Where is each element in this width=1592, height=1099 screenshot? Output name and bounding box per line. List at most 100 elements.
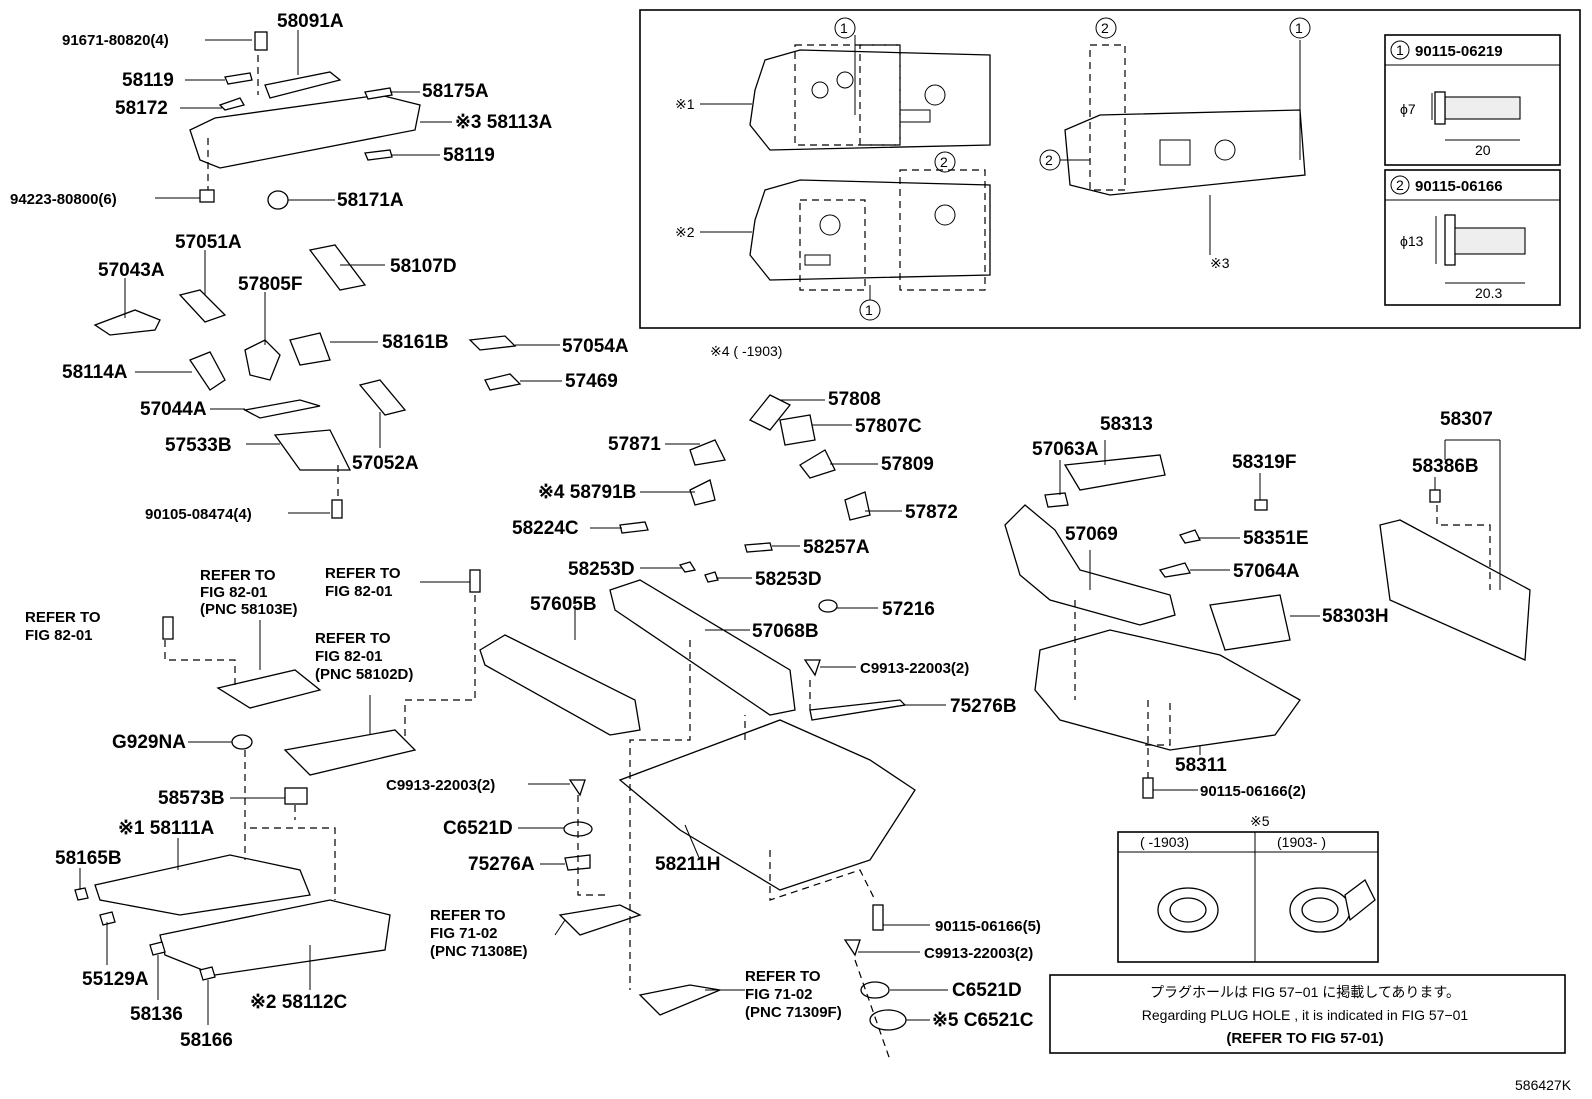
label-57605B: 57605B: [530, 594, 597, 615]
part-58311-shape: [1034, 629, 1301, 751]
label-58319F: 58319F: [1232, 452, 1296, 473]
label-57808: 57808: [828, 389, 881, 410]
label-58307: 58307: [1440, 409, 1493, 430]
label-57043A: 57043A: [98, 260, 165, 281]
part-75276B-shape: [809, 699, 907, 721]
inset-callout-3c: 2: [1045, 152, 1053, 168]
bracket-71308E-shape: [558, 904, 642, 936]
label-57051A: 57051A: [175, 232, 242, 253]
part-58224C-shape: [619, 521, 649, 534]
part-57808-shape: [748, 394, 792, 431]
label-90115-06166-b: 90115-06166(5): [935, 918, 1041, 935]
label-58166: 58166: [180, 1030, 233, 1051]
label-C9913-22003-a: C9913-22003(2): [860, 660, 969, 677]
refer-82-01-pnc-58103E-line3: (PNC 58103E): [200, 601, 298, 618]
label-58211H: 58211H: [655, 854, 721, 875]
refer-82-01-pnc-58103E-line2: FIG 82-01: [200, 584, 268, 601]
part-57054A-shape: [468, 335, 517, 351]
bolt-location-inset: ※1 1 ※2 2 1 2 1: [639, 9, 1581, 329]
note-mark-4: ※4 ( -1903): [710, 343, 782, 359]
inset-callout-1b: 1: [865, 302, 873, 318]
washer-C6521D-b-shape: [860, 981, 890, 999]
bolt-90115-b-shape: [872, 904, 884, 931]
diagram-code: 586427K: [1515, 1077, 1572, 1093]
inset-mark-1: ※1: [675, 96, 695, 112]
label-57063A: 57063A: [1032, 439, 1099, 460]
bolt-91671-shape: [254, 31, 268, 51]
label-58313: 58313: [1100, 414, 1153, 435]
bolt-spec-2-len: 20.3: [1475, 285, 1502, 301]
part-58257A-shape: [744, 542, 773, 553]
bolt-spec-1-len: 20: [1475, 142, 1491, 158]
label-58303H: 58303H: [1322, 606, 1389, 627]
label-58573B: 58573B: [158, 788, 225, 809]
label-58107D: 58107D: [390, 256, 457, 277]
label-58311: 58311: [1175, 755, 1227, 776]
refer-82-01-pnc-58102D-line2: FIG 82-01: [315, 648, 383, 665]
refer-82-01-pnc-58103E-line1: REFER TO: [200, 567, 276, 584]
part-57051A-shape: [178, 289, 227, 323]
part-58107D-shape: [308, 244, 367, 291]
panel-58103E-shape: [216, 669, 322, 709]
label-57044A: 57044A: [140, 399, 207, 420]
label-57469: 57469: [565, 371, 618, 392]
part-58114A-shape: [189, 351, 226, 391]
clip-58386B-shape: [1429, 489, 1441, 503]
label-75276B: 75276B: [950, 696, 1017, 717]
part-58313-shape: [1063, 454, 1166, 491]
part-57216-shape: [818, 599, 838, 613]
note-en: Regarding PLUG HOLE , it is indicated in…: [1142, 1007, 1469, 1023]
refer-82-01-pnc-58102D-line3: (PNC 58102D): [315, 666, 413, 683]
label-57872: 57872: [905, 502, 958, 523]
inset-panel-3: 2 1 2 ※3: [1039, 17, 1311, 271]
refer-notes: REFER TO FIG 82-01 (PNC 58103E) REFER TO…: [25, 565, 842, 1021]
variant-col-2: (1903- ): [1277, 834, 1326, 850]
label-57054A: 57054A: [562, 336, 629, 357]
part-57871-shape: [689, 439, 726, 466]
clip-94223-shape: [199, 189, 215, 203]
label-58136: 58136: [130, 1004, 183, 1025]
part-labels: 58091A 91671-80820(4) 58119 58175A 58172…: [10, 11, 1493, 1051]
label-58791B: ※4 58791B: [538, 482, 636, 503]
label-57216: 57216: [882, 599, 935, 620]
label-C6521D-a: C6521D: [443, 818, 513, 839]
label-57533B: 57533B: [165, 435, 232, 456]
part-58161B-shape: [289, 332, 331, 366]
label-58091A: 58091A: [277, 11, 344, 32]
bolt-refer-82-01-a-shape: [162, 616, 174, 640]
label-58114A: 58114A: [62, 362, 128, 383]
label-75276A: 75276A: [468, 854, 535, 875]
part-58113A-shape: [189, 94, 421, 169]
refer-71-02-pnc-71308E-line3: (PNC 71308E): [430, 943, 528, 960]
bolt-refer-82-01-b-shape: [469, 569, 481, 593]
bolt-spec-2-title: 90115-06166: [1415, 178, 1503, 195]
label-58119-a: 58119: [122, 70, 174, 91]
part-57809-shape: [799, 449, 836, 479]
label-58172: 58172: [115, 98, 168, 119]
variant-col-1: ( -1903): [1140, 834, 1189, 850]
label-58175A: 58175A: [422, 81, 489, 102]
part-57469-shape: [484, 373, 522, 391]
part-57805F-shape: [244, 339, 281, 381]
plug-hole-note: プラグホールは FIG 57−01 に掲載してあります。 Regarding P…: [1049, 974, 1566, 1054]
label-57809: 57809: [881, 454, 934, 475]
part-58112C-shape: [159, 899, 391, 976]
refer-82-01-pnc-58102D-line1: REFER TO: [315, 630, 391, 647]
part-58091A-shape: [264, 71, 342, 99]
label-57052A: 57052A: [352, 453, 419, 474]
bolt-90105-shape: [331, 499, 343, 519]
inset-panel-1: ※1 1: [675, 17, 991, 151]
bolt-spec-1-dia: ϕ7: [1400, 101, 1416, 117]
variant-mark: ※5: [1250, 813, 1270, 829]
note-jp: プラグホールは FIG 57−01 に掲載してあります。: [1150, 984, 1460, 1000]
label-C6521D-b: C6521D: [952, 980, 1022, 1001]
label-57807C: 57807C: [855, 416, 922, 437]
bolt-spec-2: 2 90115-06166 ϕ13 20.3: [1384, 169, 1561, 306]
label-94223-80800: 94223-80800(6): [10, 191, 117, 208]
part-58307-shape: [1379, 519, 1531, 661]
screw-C9913-a-shape: [803, 659, 821, 677]
inset-callout-1a: 1: [840, 20, 848, 36]
part-57069-shape: [1004, 504, 1176, 626]
label-57064A: 57064A: [1233, 561, 1300, 582]
